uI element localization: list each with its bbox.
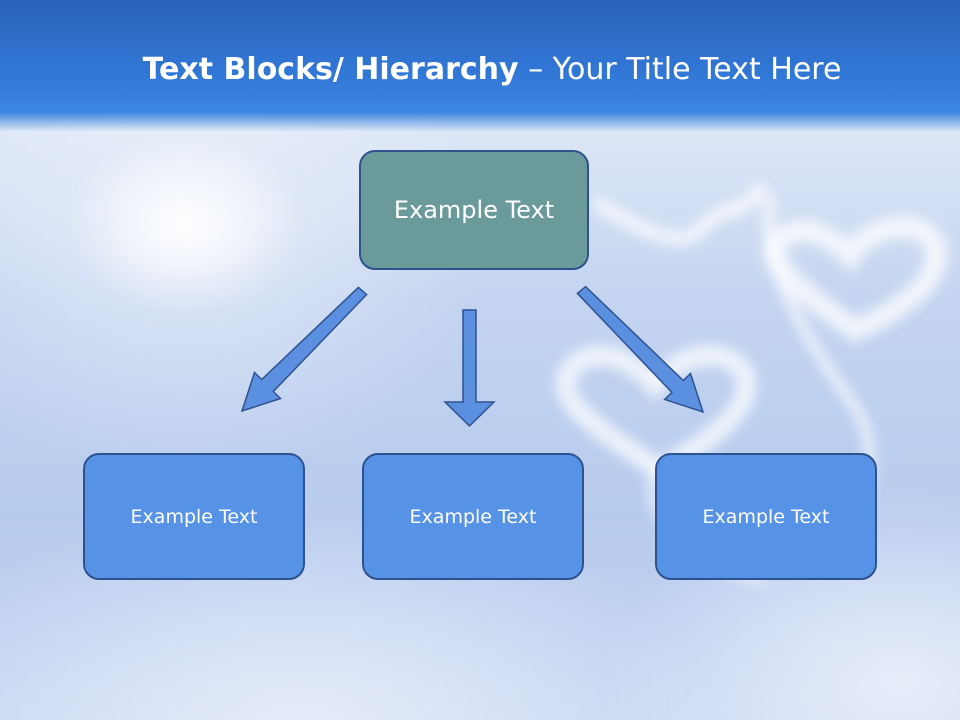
header-band <box>0 0 960 132</box>
arrow-down <box>443 309 496 428</box>
title-rest-part: Your Title Text Here <box>552 52 842 87</box>
top-level-block[interactable]: Example Text <box>359 150 589 270</box>
child-block-left-label: Example Text <box>130 505 258 528</box>
child-block-center[interactable]: Example Text <box>362 453 584 580</box>
arrow-down-left <box>240 286 368 413</box>
child-block-right[interactable]: Example Text <box>655 453 877 580</box>
child-block-center-label: Example Text <box>409 505 537 528</box>
child-block-left[interactable]: Example Text <box>83 453 305 580</box>
title-dash: – <box>528 52 544 87</box>
arrow-down-right <box>576 285 705 414</box>
slide-title: Text Blocks/ Hierarchy – Your Title Text… <box>0 52 960 87</box>
title-bold-part: Text Blocks/ Hierarchy <box>142 52 519 87</box>
top-level-block-label: Example Text <box>393 196 555 224</box>
child-block-right-label: Example Text <box>702 505 830 528</box>
